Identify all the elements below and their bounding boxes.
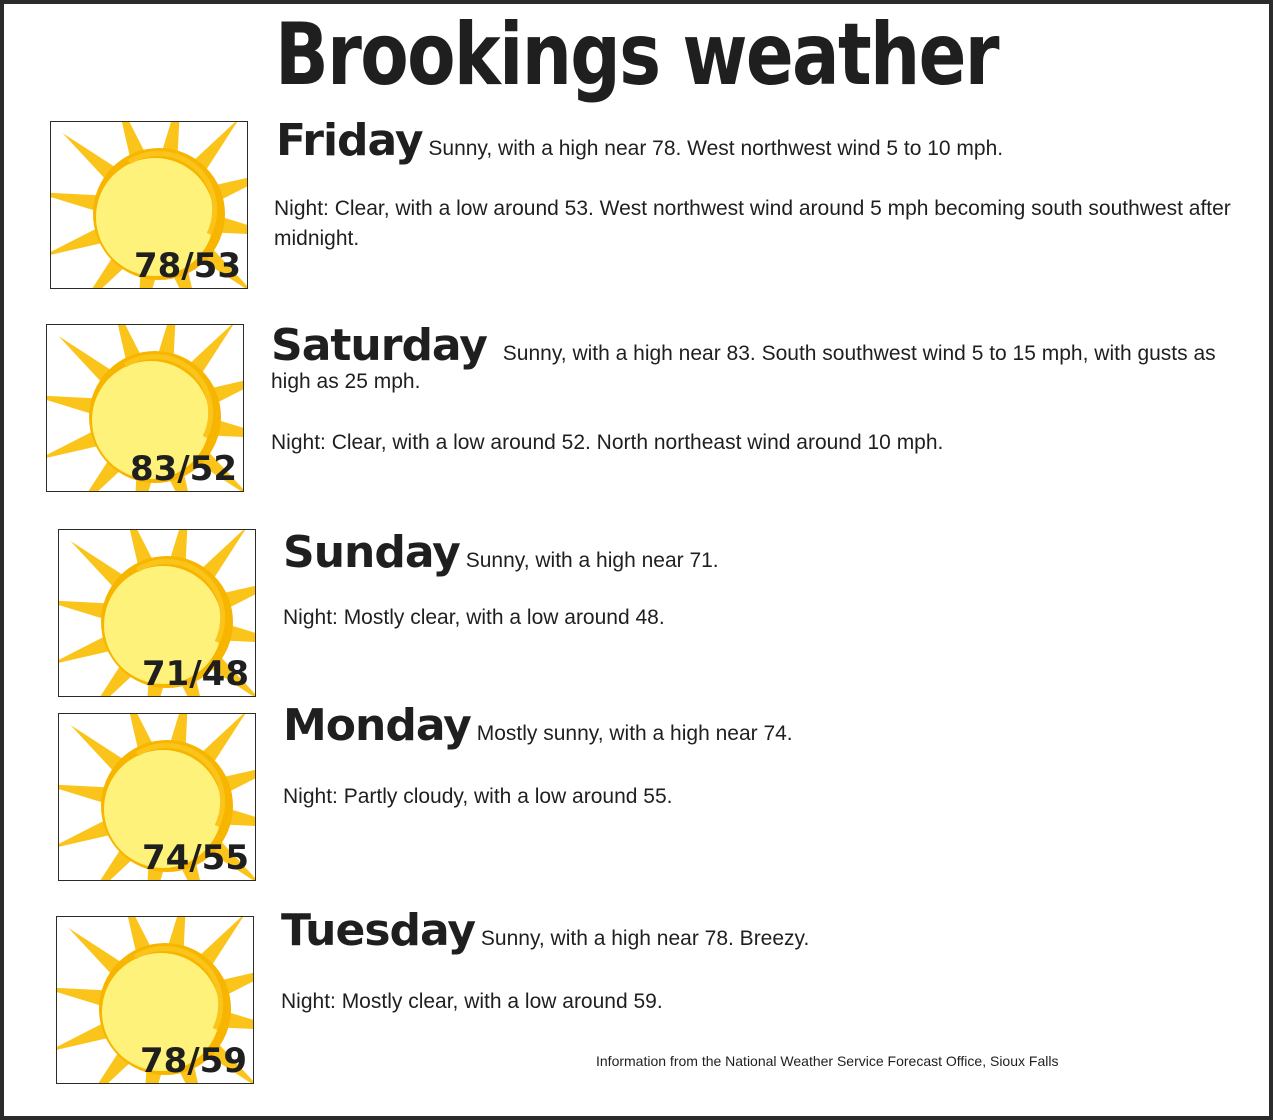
sun-ray bbox=[70, 725, 126, 773]
sun-ray bbox=[200, 247, 247, 288]
sun-ray bbox=[59, 784, 108, 804]
night-forecast: Night: Mostly clear, with a low around 4… bbox=[283, 606, 665, 629]
day-icon: 83/52 bbox=[46, 324, 244, 492]
sun-disc bbox=[96, 158, 214, 276]
sun-ray bbox=[167, 917, 186, 950]
sun-highlight bbox=[123, 354, 214, 439]
sun-ray bbox=[220, 972, 253, 996]
day-icon: 78/59 bbox=[56, 916, 254, 1084]
sun-ray bbox=[206, 1042, 253, 1083]
day-icon: 74/55 bbox=[58, 713, 256, 881]
sun-ray bbox=[70, 541, 126, 589]
day-description: Sunny, with a high near 78. Breezy. bbox=[480, 927, 810, 950]
day-icon: 78/53 bbox=[50, 121, 248, 289]
sun-ray bbox=[127, 917, 152, 954]
sun-ray bbox=[210, 380, 243, 404]
day-forecast: Monday Mostly sunny, with a high near 74… bbox=[283, 702, 1243, 750]
sun-ray bbox=[208, 839, 255, 880]
day-name: Sunday bbox=[283, 527, 461, 578]
sun-ray bbox=[51, 227, 104, 255]
sun-ray bbox=[188, 325, 234, 376]
day-name: Friday bbox=[276, 115, 424, 166]
sun-ray bbox=[62, 133, 118, 181]
sun-ray bbox=[200, 714, 246, 765]
night-forecast: Night: Partly cloudy, with a low around … bbox=[283, 785, 673, 808]
day-forecast: Sunday Sunny, with a high near 71. bbox=[283, 529, 1243, 577]
sun-ray bbox=[214, 419, 243, 438]
sun-disc bbox=[104, 750, 222, 868]
temperature-range: 74/55 bbox=[141, 838, 249, 878]
sun-ray bbox=[59, 819, 112, 847]
sun-icon bbox=[57, 917, 253, 1083]
sun-highlight bbox=[135, 743, 226, 828]
day-description: Sunny, with a high near 78. West northwe… bbox=[428, 137, 1004, 160]
sun-icon bbox=[47, 325, 243, 491]
sun-ray bbox=[47, 430, 100, 458]
sun-icon bbox=[51, 122, 247, 288]
page-title: Brookings weather bbox=[275, 5, 1000, 105]
sun-ray bbox=[129, 530, 154, 567]
day-name: Saturday bbox=[271, 320, 488, 371]
day-description: Sunny, with a high near 83. South southw… bbox=[271, 342, 1216, 393]
night-forecast: Night: Clear, with a low around 53. West… bbox=[274, 197, 1231, 250]
day-description: Sunny, with a high near 71. bbox=[465, 549, 719, 572]
sun-ray bbox=[58, 336, 114, 384]
sun-ray bbox=[198, 917, 244, 968]
day-forecast: Friday Sunny, with a high near 78. West … bbox=[276, 117, 1236, 165]
temperature-range: 71/48 bbox=[141, 654, 249, 694]
sun-ray bbox=[59, 635, 112, 663]
night-forecast: Night: Clear, with a low around 52. Nort… bbox=[271, 431, 944, 454]
sun-ray bbox=[218, 216, 247, 235]
sun-ray bbox=[51, 192, 100, 212]
day-description: Mostly sunny, with a high near 74. bbox=[476, 722, 793, 745]
sun-highlight bbox=[133, 946, 224, 1031]
sun-ray bbox=[214, 177, 247, 201]
temperature-range: 78/59 bbox=[139, 1041, 247, 1081]
sun-ray bbox=[161, 122, 180, 155]
temperature-range: 78/53 bbox=[133, 246, 241, 286]
sun-icon bbox=[59, 530, 255, 696]
sun-disc bbox=[104, 566, 222, 684]
sun-highlight bbox=[127, 151, 218, 236]
sun-ray bbox=[47, 395, 96, 415]
sun-ray bbox=[59, 600, 108, 620]
sun-disc bbox=[92, 361, 210, 479]
sun-ray bbox=[192, 122, 238, 173]
sun-ray bbox=[196, 450, 243, 491]
day-icon: 71/48 bbox=[58, 529, 256, 697]
sun-ray bbox=[68, 928, 124, 976]
sun-ray bbox=[226, 624, 255, 643]
day-name: Monday bbox=[283, 700, 472, 751]
sun-disc bbox=[102, 953, 220, 1071]
sun-ray bbox=[208, 655, 255, 696]
temperature-range: 83/52 bbox=[129, 449, 237, 489]
day-forecast: Tuesday Sunny, with a high near 78. Bree… bbox=[281, 907, 1241, 955]
sun-ray bbox=[129, 714, 154, 751]
night-forecast: Night: Mostly clear, with a low around 5… bbox=[281, 990, 663, 1013]
sun-ray bbox=[222, 585, 255, 609]
sun-ray bbox=[169, 530, 188, 563]
sun-ray bbox=[222, 769, 255, 793]
sun-ray bbox=[57, 1022, 110, 1050]
sun-icon bbox=[59, 714, 255, 880]
sun-ray bbox=[57, 987, 106, 1007]
sun-highlight bbox=[135, 559, 226, 644]
sun-ray bbox=[224, 1011, 253, 1030]
sun-ray bbox=[157, 325, 176, 358]
day-forecast: Saturday Sunny, with a high near 83. Sou… bbox=[271, 322, 1231, 394]
sun-ray bbox=[226, 808, 255, 827]
sun-ray bbox=[117, 325, 142, 362]
sun-ray bbox=[200, 530, 246, 581]
sun-ray bbox=[169, 714, 188, 747]
day-name: Tuesday bbox=[281, 905, 476, 956]
sun-ray bbox=[121, 122, 146, 159]
source-credit: Information from the National Weather Se… bbox=[596, 1053, 1059, 1069]
